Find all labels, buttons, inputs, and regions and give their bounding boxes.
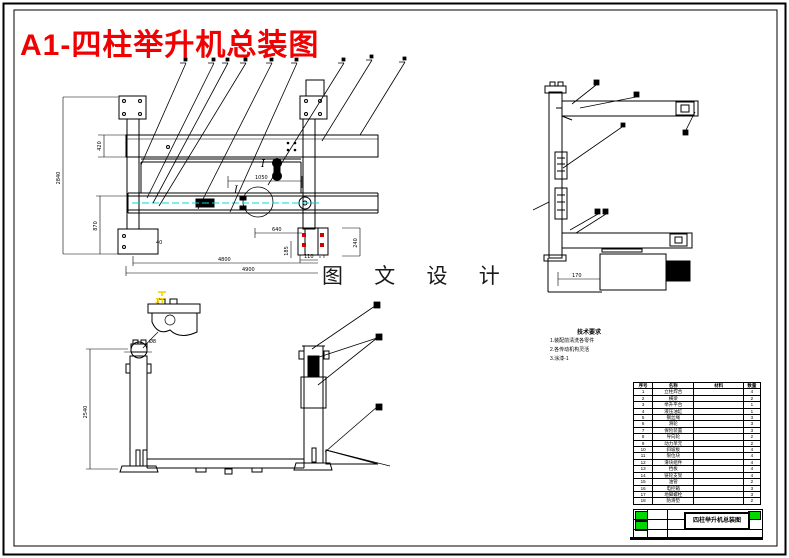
- cell-qty: 4: [742, 388, 762, 396]
- tech-note-line: 3.涂漆-1: [550, 356, 569, 362]
- cell-qty: 3: [742, 484, 762, 492]
- divider: [647, 510, 648, 538]
- cell-qty: 3: [742, 420, 762, 428]
- header-qty: 数量: [742, 381, 762, 390]
- dim-offset: 40: [156, 240, 162, 246]
- cell-qty: 4: [742, 446, 762, 454]
- cell-qty: 4: [742, 452, 762, 460]
- dim-right-height: 240: [353, 238, 359, 248]
- cell-qty: 3: [742, 426, 762, 435]
- lowered-view-leaders: [309, 301, 383, 453]
- dim-inner-w1: 1050: [255, 175, 268, 181]
- cell-qty: 3: [742, 490, 762, 499]
- watermark-text: 图 文 设 计: [318, 258, 517, 292]
- front-view-leaders: [140, 54, 407, 213]
- side-view: [543, 81, 699, 293]
- dim-width-2: 4900: [242, 267, 255, 273]
- side-view-leaders: [532, 79, 696, 234]
- dim-width-1: 4800: [218, 257, 231, 263]
- dim-beam-height: 420: [97, 141, 103, 151]
- cell-qty: 4: [742, 465, 762, 473]
- dim-lowered-height: 2540: [83, 406, 89, 419]
- cell-name: 防滑垫: [652, 497, 695, 505]
- front-view-dims: [62, 96, 379, 276]
- cell-qty: 3: [742, 413, 762, 422]
- title-block-bottom-bar: [630, 537, 763, 540]
- dim-base-width: 110: [304, 254, 314, 260]
- lowered-view: [86, 291, 391, 475]
- dim-lower-height: 870: [93, 221, 99, 231]
- cell-qty: 2: [742, 497, 762, 505]
- cell-qty: 2: [742, 394, 762, 403]
- yellow-detail-marks: [158, 291, 166, 296]
- divider: [634, 519, 684, 520]
- detail-scale-label: 3T: [155, 297, 165, 305]
- cell-qty: 4: [742, 471, 762, 480]
- dim-base-height: 185: [284, 246, 290, 256]
- tech-notes-title: 技术要求: [576, 330, 601, 336]
- cell-qty: 4: [742, 458, 762, 467]
- title-block-drawing-name: 四柱举升机总装图: [684, 512, 750, 530]
- cell-qty: 2: [742, 433, 762, 441]
- detail-label-1: I: [260, 159, 266, 170]
- cell-material: [693, 497, 744, 505]
- front-view: [117, 79, 379, 256]
- tech-notes: 技术要求 1.装配前清洗各零件 2.各传动机构灵活 3.涂漆-1: [544, 327, 634, 364]
- dim-inner-w2: 640: [272, 227, 282, 233]
- page-title: A1-四柱举升机总装图: [20, 29, 320, 62]
- cell-qty: 1: [742, 401, 762, 409]
- dim-overall-height: 2840: [56, 172, 62, 185]
- dim-side-base: 170: [572, 273, 582, 279]
- dim-hole: Ø8: [149, 338, 156, 345]
- tech-note-line: 1.装配前清洗各零件: [550, 338, 595, 344]
- red-lock-marks: [302, 233, 324, 247]
- parts-table-header: 序号 名称 材料 数量: [632, 381, 762, 390]
- divider: [667, 510, 668, 538]
- cell-qty: 1: [742, 407, 762, 416]
- cell-qty: 2: [742, 478, 762, 486]
- detail-label-2: I: [233, 185, 239, 196]
- title-block: 四柱举升机总装图: [633, 509, 763, 539]
- cell-no: 18: [632, 497, 654, 505]
- cell-qty: 2: [742, 439, 762, 448]
- tech-note-line: 2.各传动机构灵活: [550, 347, 590, 353]
